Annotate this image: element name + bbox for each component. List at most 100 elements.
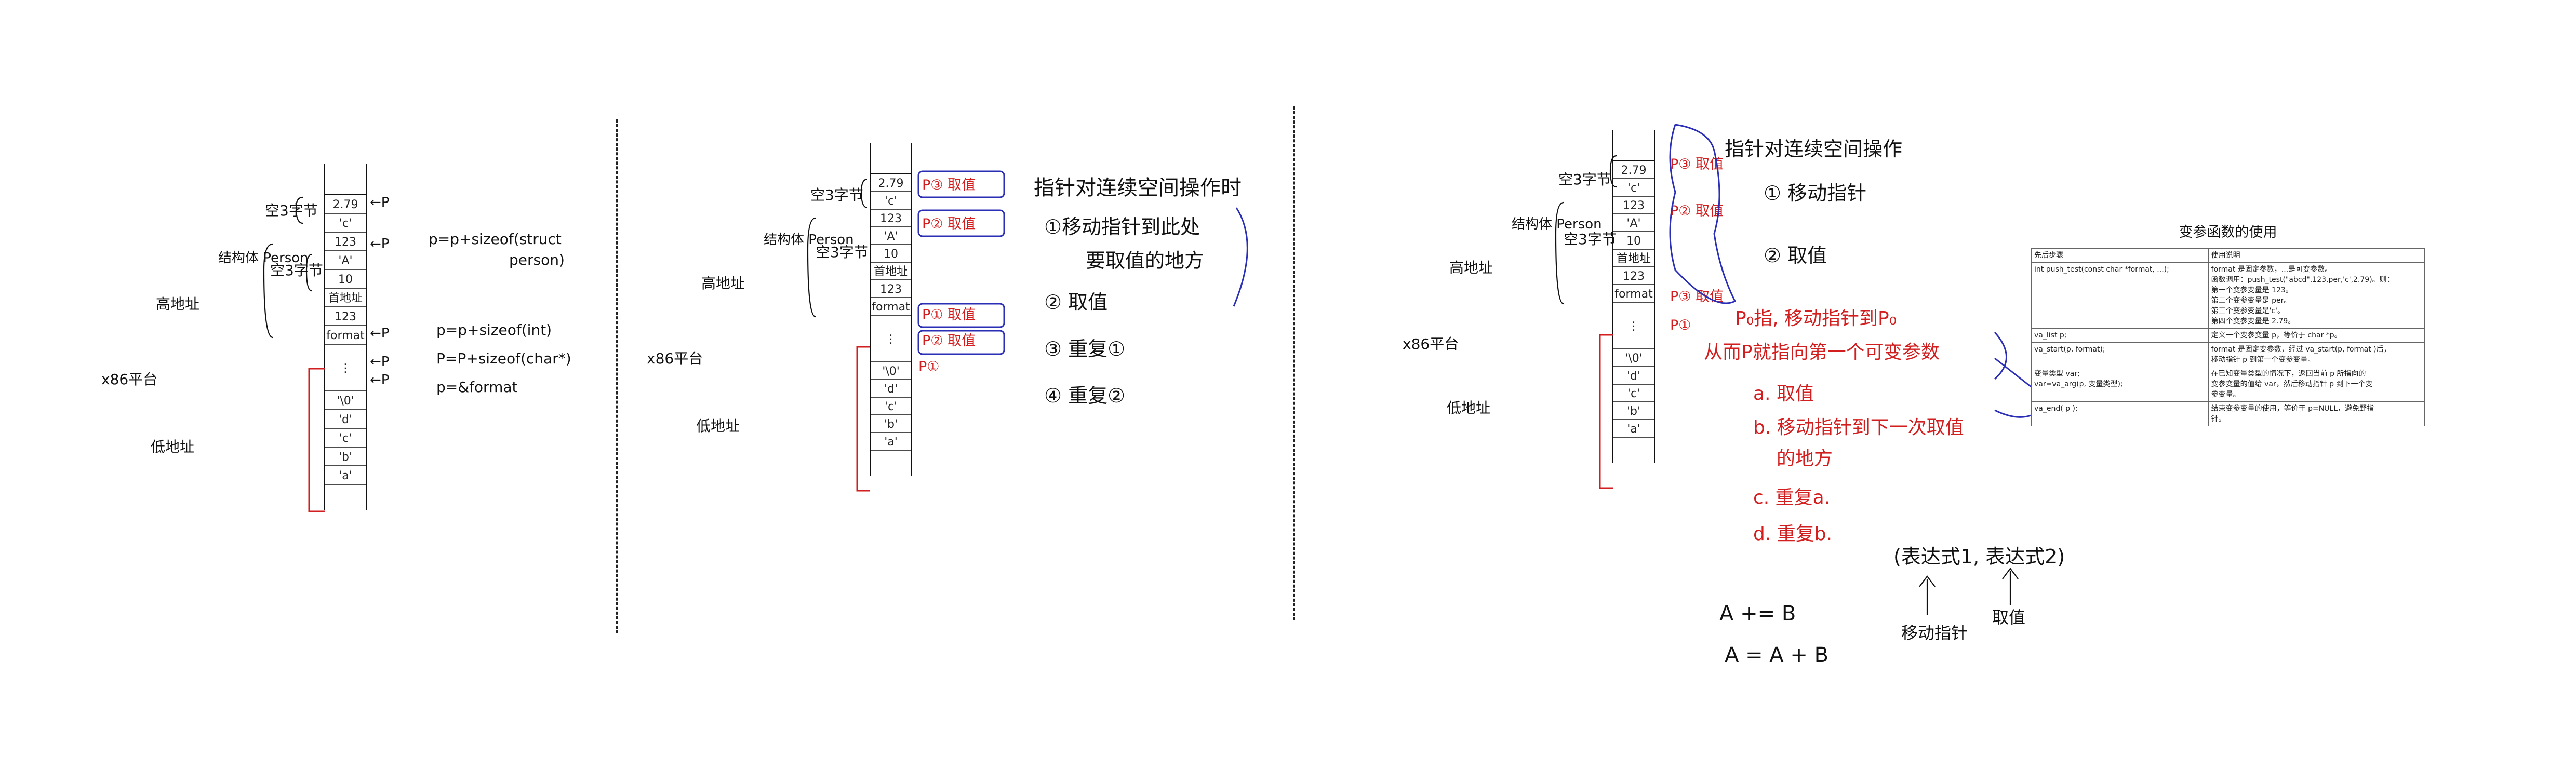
divider-1 bbox=[616, 119, 618, 633]
struct-brace bbox=[263, 243, 273, 339]
move-pointer-note: 移动指针 bbox=[1901, 623, 1968, 643]
table-row: int push_test(const char *format, ...); … bbox=[2031, 262, 2425, 329]
memory-cell: 首地址 bbox=[328, 292, 363, 305]
step-1: ①移动指针到此处 要取值的地方 bbox=[1044, 215, 1206, 272]
null-byte-label: 空3字节 bbox=[810, 186, 863, 204]
memory-cell: 2.79 bbox=[878, 177, 904, 190]
blue-arrow-2 bbox=[1994, 409, 2032, 418]
memory-cell: 'a' bbox=[1627, 423, 1640, 436]
step-line: 要取值的地方 bbox=[1086, 249, 1204, 272]
table-row: va_end( p ); 结束变参变量的使用，等价于 p=NULL，避免野指 针… bbox=[2031, 401, 2425, 426]
null-byte-label: 空3字节 bbox=[265, 202, 318, 219]
panel-1-diagram: 2.79'c'123'A'10首地址123format⋮'\0''d''c''b… bbox=[101, 164, 571, 512]
memory-cell: 'd' bbox=[884, 383, 898, 396]
row-step: va_list p; bbox=[2031, 328, 2209, 343]
memory-cell: 首地址 bbox=[1617, 252, 1651, 265]
step-2: ② 取值 bbox=[1044, 291, 1107, 314]
table-row: 变量类型 var; var=va_arg(p, 变量类型); 在已知变量类型的情… bbox=[2031, 367, 2425, 402]
memory-cell: 'c' bbox=[1627, 182, 1640, 195]
row-step: va_start(p, format); bbox=[2031, 342, 2209, 367]
memory-cell: 'A' bbox=[1626, 217, 1640, 230]
memory-stack: 2.79'c'123'A'10首地址123format⋮'\0''d''c''b… bbox=[870, 143, 912, 476]
memory-cell: 'b' bbox=[1627, 405, 1640, 418]
memory-stack: 2.79'c'123'A'10首地址123format⋮'\0''d''c''b… bbox=[1612, 130, 1655, 463]
panel-2-diagram: 2.79'c'123'A'10首地址123format⋮'\0''d''c''b… bbox=[647, 143, 1248, 492]
memory-cell: 'c' bbox=[339, 432, 352, 445]
format-pointer-arrow bbox=[856, 346, 870, 492]
take-value-note: 取值 bbox=[1992, 608, 2025, 627]
memory-cell: 2.79 bbox=[1621, 164, 1647, 177]
sizeof-int-note: p=p+sizeof(int) bbox=[436, 321, 552, 339]
high-address-label: 高地址 bbox=[701, 275, 745, 292]
memory-cell: 首地址 bbox=[874, 265, 908, 278]
red-pointer-marks: P③ 取值 P② 取值 P① 取值 P② 取值 P① bbox=[917, 170, 1005, 375]
memory-cell: 'c' bbox=[339, 217, 352, 230]
memory-cell: format bbox=[326, 329, 365, 342]
memory-stack: 2.79'c'123'A'10首地址123format⋮'\0''d''c''b… bbox=[324, 164, 367, 510]
null-byte-label-2: 空3字节 bbox=[816, 244, 869, 261]
row-step: va_end( p ); bbox=[2031, 401, 2209, 426]
x86-platform-label: x86平台 bbox=[1403, 335, 1459, 353]
red-note-1: P₀指, 移动指针到P₀ bbox=[1735, 308, 1897, 329]
blue-bracket bbox=[1233, 207, 1248, 307]
step-4: ④ 重复② bbox=[1044, 384, 1125, 407]
comma-expression: (表达式1, 表达式2) bbox=[1893, 545, 2065, 568]
memory-cell: 'b' bbox=[339, 451, 352, 464]
svg-text:←P: ←P bbox=[370, 372, 389, 388]
svg-text:P② 取值: P② 取值 bbox=[1670, 203, 1724, 219]
panel-3-diagram: 2.79'c'123'A'10首地址123format⋮'\0''d''c''b… bbox=[1403, 124, 2065, 667]
table-title: 变参函数的使用 bbox=[2179, 224, 2277, 240]
svg-text:P①: P① bbox=[1670, 317, 1691, 333]
row-desc: 结束变参变量的使用，等价于 p=NULL，避免野指 针。 bbox=[2208, 401, 2425, 426]
memory-cell: format bbox=[872, 301, 910, 314]
step-2: ② 取值 bbox=[1764, 244, 1827, 267]
header-desc: 使用说明 bbox=[2208, 248, 2425, 263]
null-byte-label-2: 空3字节 bbox=[1564, 231, 1617, 248]
red-note-4: b. 移动指针到下一次取值 的地方 bbox=[1753, 417, 1970, 469]
note-line: 的地方 bbox=[1777, 448, 1833, 469]
memory-cell: 123 bbox=[880, 212, 902, 225]
table-header-row: 先后步骤 使用说明 bbox=[2031, 248, 2425, 263]
panel-3-title: 指针对连续空间操作 bbox=[1725, 138, 1902, 160]
format-pointer-arrow bbox=[1599, 334, 1613, 489]
high-address-label: 高地址 bbox=[1449, 259, 1493, 276]
memory-cell: 'a' bbox=[884, 436, 898, 449]
expr-1: A += B bbox=[1719, 602, 1796, 626]
step-3: ③ 重复① bbox=[1044, 338, 1125, 360]
memory-cell: 'c' bbox=[885, 195, 897, 208]
svg-text:P① 取值: P① 取值 bbox=[922, 307, 976, 323]
struct-person-label: 结构体 Person bbox=[218, 250, 309, 266]
struct-brace bbox=[1555, 201, 1564, 305]
blue-loop bbox=[1669, 124, 1737, 304]
high-address-label: 高地址 bbox=[156, 295, 199, 313]
divider-2 bbox=[1293, 106, 1295, 620]
x86-platform-label: x86平台 bbox=[647, 350, 703, 367]
memory-cell: 'A' bbox=[884, 230, 898, 243]
x86-platform-label: x86平台 bbox=[101, 371, 157, 388]
memory-cell: 123 bbox=[880, 283, 902, 296]
svg-text:←P: ←P bbox=[370, 195, 389, 210]
memory-cell: format bbox=[1614, 288, 1653, 301]
up-arrow-2 bbox=[2002, 568, 2019, 605]
memory-cell: ⋮ bbox=[340, 362, 351, 375]
memory-cell: 2.79 bbox=[333, 198, 358, 211]
blue-bracket bbox=[1994, 331, 2007, 380]
red-pointer-marks: P③ 取值 P② 取值 P③ 取值 P① bbox=[1669, 124, 1737, 333]
svg-text:P③ 取值: P③ 取值 bbox=[922, 177, 976, 193]
brace bbox=[1609, 155, 1617, 188]
low-address-label: 低地址 bbox=[1447, 399, 1490, 416]
memory-cell: '\0' bbox=[882, 365, 900, 378]
memory-cell: 'd' bbox=[339, 413, 352, 426]
red-note-6: d. 重复b. bbox=[1753, 523, 1832, 545]
memory-cell: 'c' bbox=[1627, 387, 1640, 400]
memory-cell: 123 bbox=[335, 310, 356, 323]
memory-cell: '\0' bbox=[337, 395, 354, 408]
table-row: va_list p; 定义一个变参变量 p，等价于 char *p。 bbox=[2031, 328, 2425, 343]
svg-text:P② 取值: P② 取值 bbox=[922, 333, 976, 349]
memory-cell: 123 bbox=[1623, 199, 1645, 212]
struct-brace bbox=[807, 217, 816, 318]
memory-cell: 'b' bbox=[884, 418, 898, 431]
low-address-label: 低地址 bbox=[151, 438, 194, 455]
svg-text:←P: ←P bbox=[370, 236, 389, 252]
memory-cell: 123 bbox=[335, 236, 356, 249]
